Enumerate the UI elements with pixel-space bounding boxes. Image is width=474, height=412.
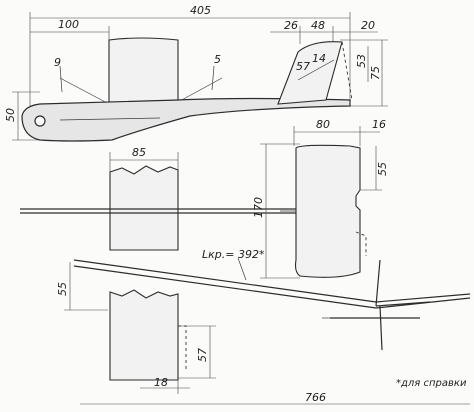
dim-wing-position: 100 bbox=[58, 18, 79, 31]
stabilizer bbox=[294, 144, 361, 278]
fuselage-side bbox=[21, 97, 351, 142]
fin bbox=[277, 41, 343, 105]
fuselage-inner-line bbox=[59, 117, 161, 121]
dim-tip-cutout: 57 bbox=[196, 348, 209, 362]
dim-stab-offset: 48 bbox=[311, 19, 325, 32]
wing-top-panel bbox=[109, 165, 179, 251]
front-view: Lкр.= 392* 55 57 18 766 *для справки bbox=[56, 248, 471, 405]
dim-wing-chord: 85 bbox=[132, 146, 146, 159]
stab-angle-arc bbox=[211, 65, 215, 91]
wing-angle-arc bbox=[59, 65, 63, 93]
launch-line-label: Lкр.= 392* bbox=[202, 248, 265, 261]
wing-angle-line bbox=[59, 77, 110, 105]
wing-side bbox=[108, 37, 179, 109]
dim-fin-width: 26 bbox=[284, 19, 298, 32]
fin-rear-dashed bbox=[341, 41, 353, 101]
launch-label-leader bbox=[237, 257, 247, 281]
dim-stab-angle: 5 bbox=[214, 53, 221, 66]
dim-fin-top: 53 bbox=[355, 54, 368, 68]
tail-arm-right bbox=[375, 301, 431, 307]
dim-rear-gap: 20 bbox=[361, 19, 375, 32]
stab-angle-line bbox=[177, 77, 223, 103]
launch-line-lower bbox=[73, 265, 471, 309]
tail-fin-down bbox=[379, 305, 383, 351]
wing-tip-panel bbox=[109, 289, 179, 381]
dim-fin-height: 75 bbox=[369, 66, 382, 80]
dim-dihedral: 55 bbox=[56, 282, 69, 296]
dim-fin-sweep: 57 bbox=[296, 60, 310, 73]
fuselage-hole bbox=[34, 115, 46, 127]
side-view: 405 100 26 48 20 53 75 50 9 5 bbox=[4, 4, 388, 142]
tail-fin-up bbox=[375, 259, 381, 307]
wing-tip-dashed bbox=[178, 325, 187, 370]
dim-stab-cutout: 55 bbox=[376, 162, 389, 176]
dim-wing-angle: 9 bbox=[54, 56, 61, 69]
top-view: 85 80 16 170 55 bbox=[20, 118, 389, 279]
dim-stab-tip: 16 bbox=[372, 118, 386, 131]
dim-overall-length: 405 bbox=[190, 4, 211, 17]
footnote: *для справки bbox=[396, 378, 467, 389]
dim-wingspan: 766 bbox=[305, 391, 326, 404]
fin-chord-line bbox=[297, 59, 335, 81]
dim-stab-chord: 80 bbox=[316, 118, 330, 131]
stab-tip-dashed bbox=[355, 231, 367, 256]
dim-fin-chord: 14 bbox=[312, 52, 326, 65]
dim-fuselage-height: 50 bbox=[4, 108, 17, 122]
dim-tip-width: 18 bbox=[154, 376, 168, 389]
dim-stab-span: 170 bbox=[252, 197, 265, 218]
